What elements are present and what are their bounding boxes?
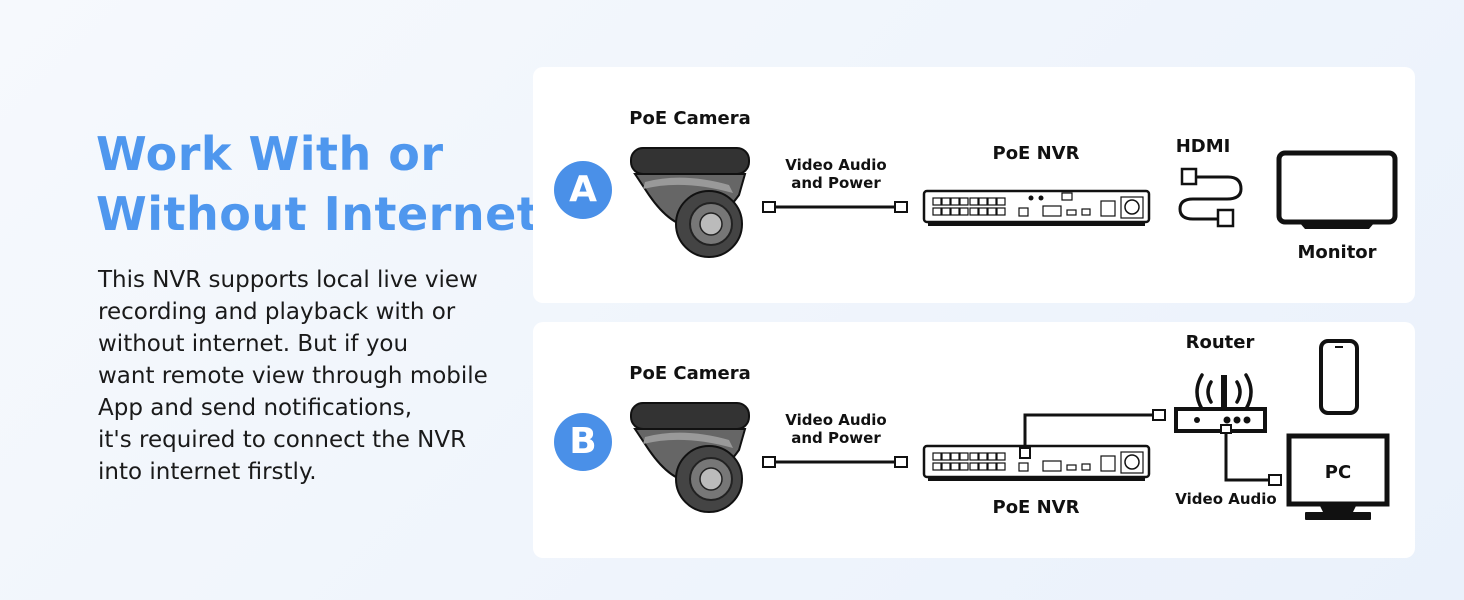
cable-label-line-2: and Power (791, 429, 881, 447)
monitor-label: Monitor (1297, 242, 1377, 263)
description-line: without internet. But if you (98, 331, 409, 357)
description: This NVR supports local live view record… (98, 264, 518, 488)
network-cable-icon (1019, 409, 1166, 459)
camera-label: PoE Camera (629, 363, 751, 384)
diagram-b-graphics (630, 339, 1390, 520)
description-line: want remote view through mobile (98, 363, 488, 389)
monitor-icon (1276, 150, 1398, 229)
diagram-a-graphics (630, 147, 1398, 258)
headline-line-2: Without Internet (96, 187, 540, 241)
smartphone-icon (1319, 339, 1359, 415)
network-cable-icon (1220, 424, 1282, 486)
headline: Work With or Without Internet (96, 124, 539, 244)
badge-b: B (554, 413, 612, 471)
nvr-device-icon (922, 189, 1151, 226)
hdmi-label: HDMI (1175, 136, 1231, 157)
nvr-label: PoE NVR (992, 143, 1080, 164)
dome-camera-icon (630, 402, 750, 513)
camera-label: PoE Camera (629, 108, 751, 129)
router-icon (1174, 373, 1267, 433)
badge-a: A (554, 161, 612, 219)
nvr-device-icon (922, 444, 1151, 481)
dome-camera-icon (630, 147, 750, 258)
diagram-panel-a: A PoE Camera Video Audio and Power PoE N… (533, 67, 1415, 303)
poe-cable-icon (762, 456, 908, 468)
poe-cable-icon (762, 201, 908, 213)
pc-cable-label: Video Audio (1175, 490, 1277, 508)
cable-label-line-1: Video Audio (785, 156, 887, 174)
description-line: recording and playback with or (98, 299, 456, 325)
pc-label: PC (1324, 462, 1352, 483)
description-line: into internet firstly. (98, 459, 317, 485)
cable-label-line-2: and Power (791, 174, 881, 192)
description-line: App and send notifications, (98, 395, 413, 421)
description-line: it's required to connect the NVR (98, 427, 467, 453)
hdmi-cable-icon (1178, 167, 1243, 228)
description-line: This NVR supports local live view (98, 267, 478, 293)
nvr-label: PoE NVR (992, 497, 1080, 518)
router-label: Router (1185, 332, 1255, 353)
diagram-panel-b: B PoE Camera Video Audio and Power PoE N… (533, 322, 1415, 558)
cable-label-line-1: Video Audio (785, 411, 887, 429)
pc-icon (1286, 433, 1390, 520)
headline-line-1: Work With or (96, 127, 444, 181)
